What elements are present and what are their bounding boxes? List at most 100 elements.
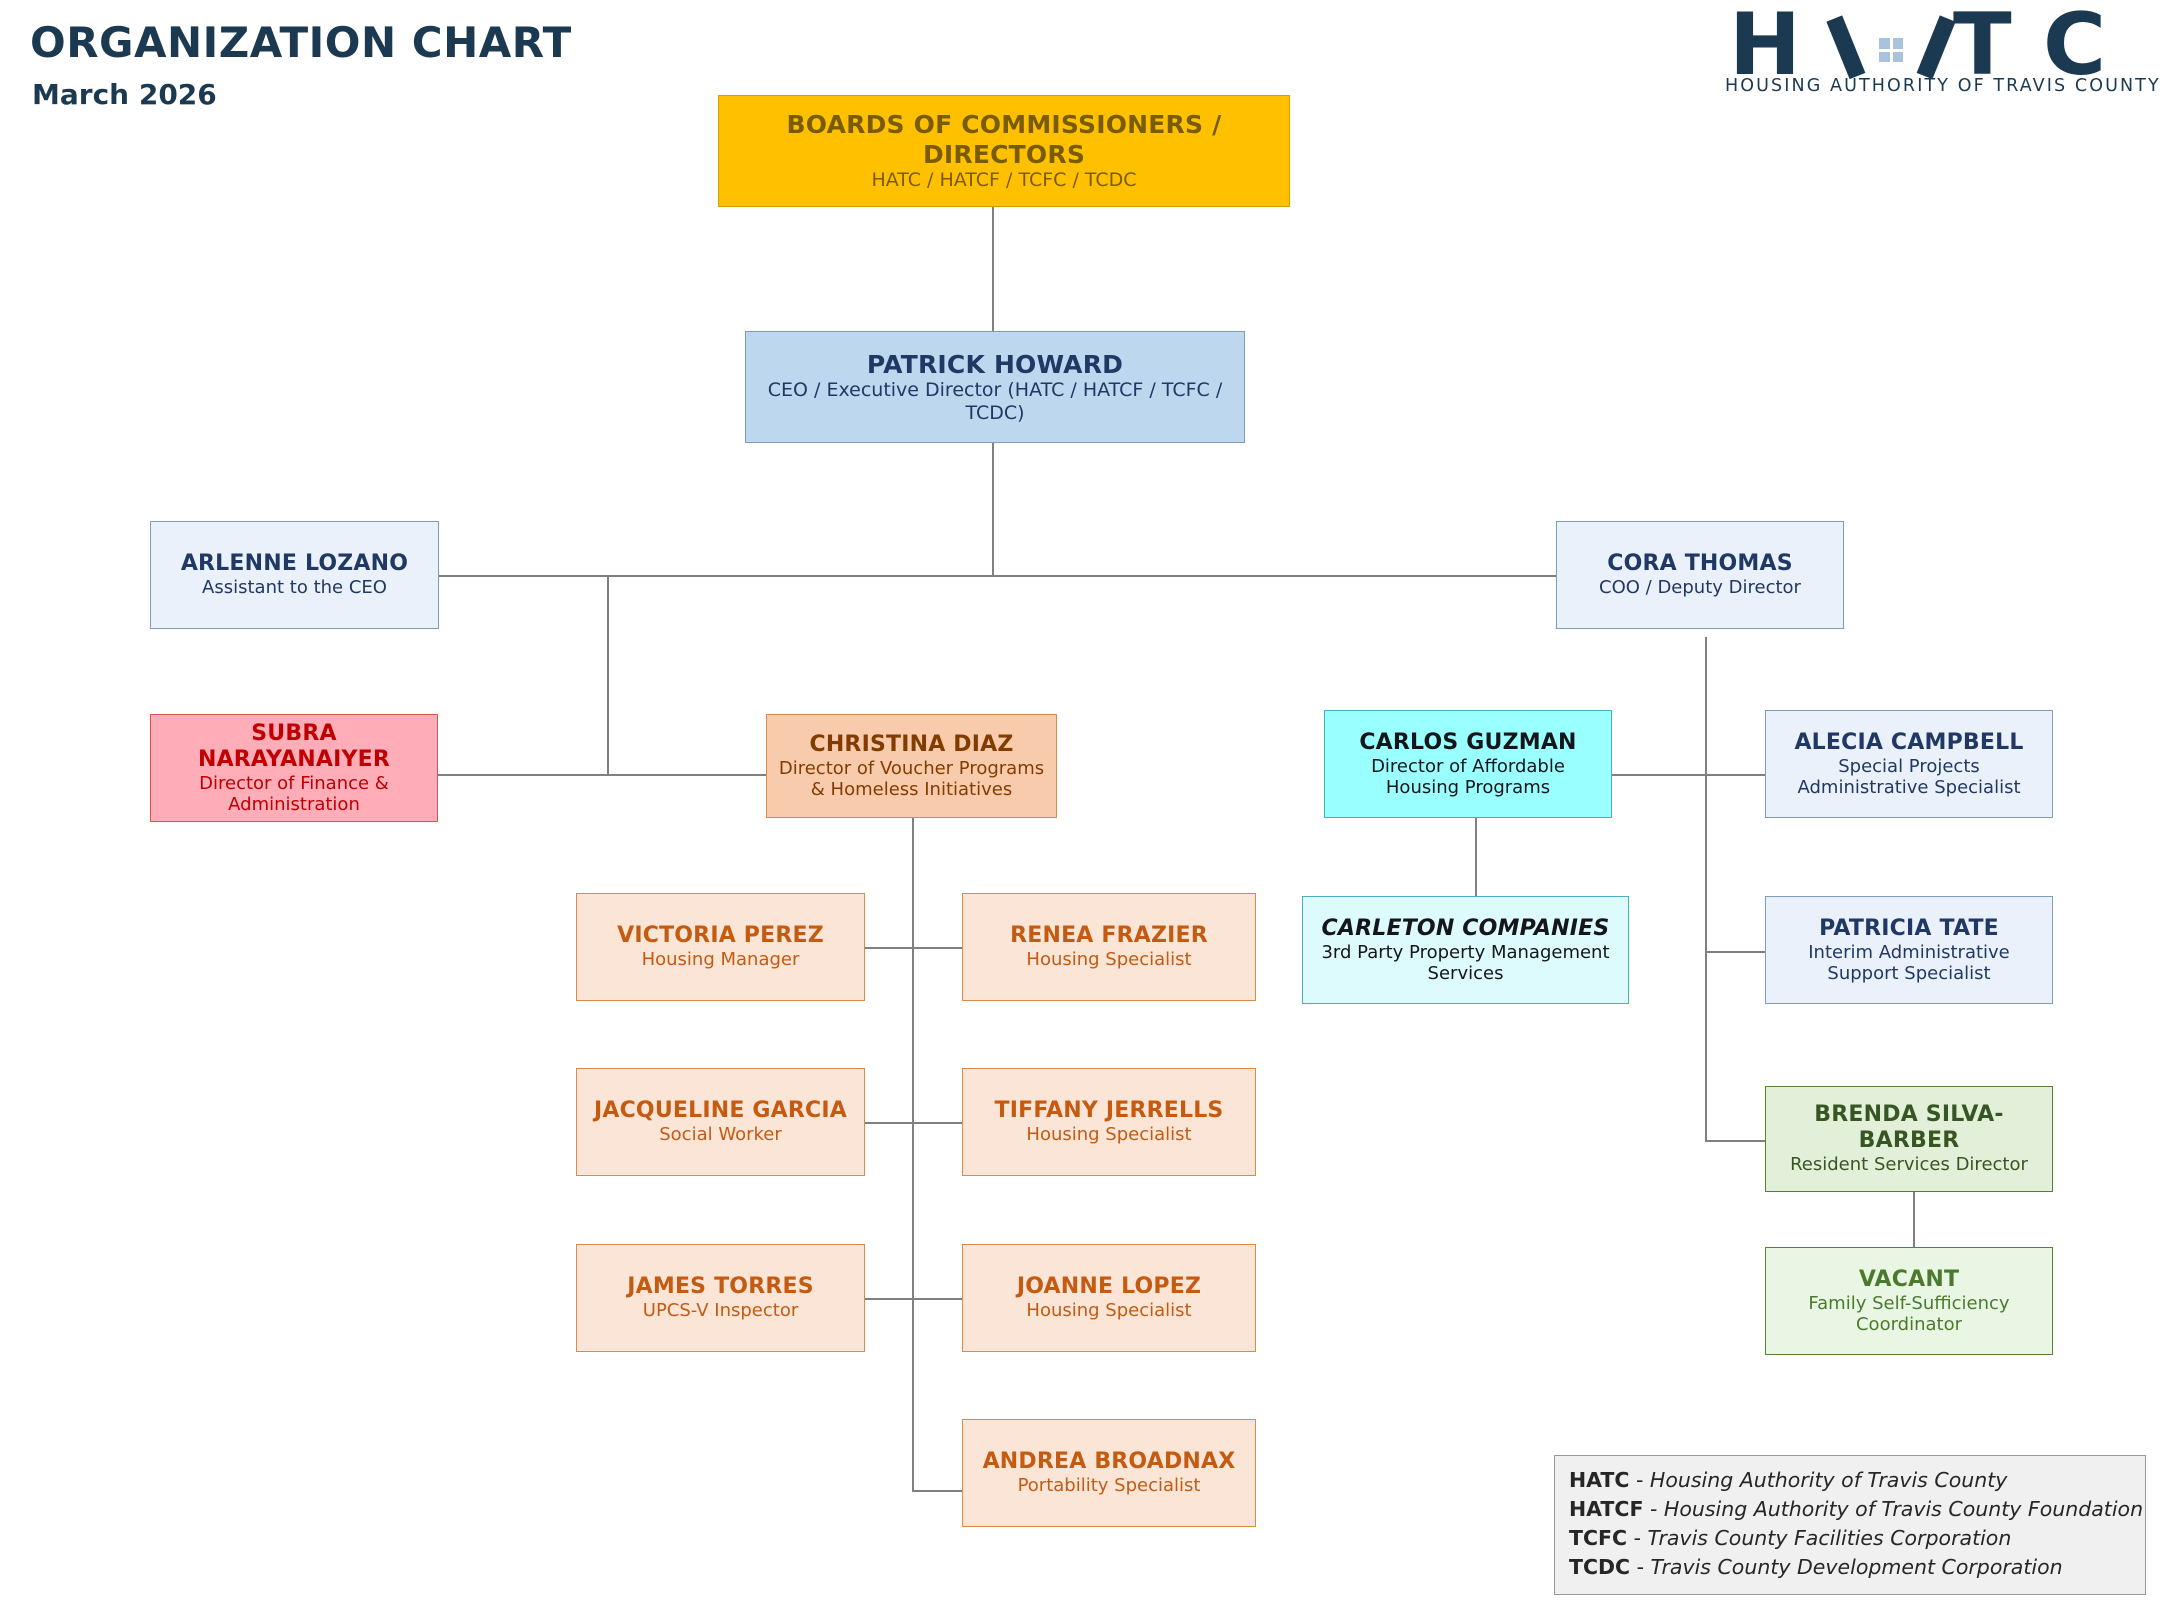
- legend-dash: -: [1630, 1555, 1651, 1580]
- connector-voucher-spine: [912, 818, 914, 1492]
- node-role: Interim Administrative Support Specialis…: [1808, 941, 2010, 984]
- node-housing-specialist-renea-frazier[interactable]: RENEA FRAZIER Housing Specialist: [962, 893, 1256, 1001]
- node-role: Portability Specialist: [1017, 1475, 1201, 1497]
- node-vendor-carleton-companies[interactable]: CARLETON COMPANIES 3rd Party Property Ma…: [1302, 896, 1629, 1004]
- node-name: VICTORIA PEREZ: [617, 923, 824, 949]
- node-portability-specialist-andrea-broadnax[interactable]: ANDREA BROADNAX Portability Specialist: [962, 1419, 1256, 1527]
- legend-row: TCDC - Travis County Development Corpora…: [1569, 1553, 2131, 1582]
- node-role: Director of Affordable Housing Programs: [1371, 755, 1565, 798]
- legend-row: HATC - Housing Authority of Travis Count…: [1569, 1466, 2131, 1495]
- node-social-worker-jacqueline-garcia[interactable]: JACQUELINE GARCIA Social Worker: [576, 1068, 865, 1176]
- window-pane: [1879, 38, 1890, 49]
- node-name: RENEA FRAZIER: [1010, 923, 1208, 949]
- node-inspector-james-torres[interactable]: JAMES TORRES UPCS-V Inspector: [576, 1244, 865, 1352]
- node-name: VACANT: [1858, 1266, 1960, 1292]
- connector-coo-to-resident-services: [1705, 1140, 1765, 1142]
- connector-affordable-to-carleton: [1475, 818, 1477, 896]
- connector-staff-row-3: [865, 1298, 964, 1300]
- node-resident-services-brenda-silva-barber[interactable]: BRENDA SILVA-BARBER Resident Services Di…: [1765, 1086, 2053, 1192]
- node-housing-specialist-joanne-lopez[interactable]: JOANNE LOPEZ Housing Specialist: [962, 1244, 1256, 1352]
- node-role: Special Projects Administrative Speciali…: [1797, 755, 2021, 798]
- node-role: UPCS-V Inspector: [642, 1300, 799, 1322]
- legend-full: Housing Authority of Travis County Found…: [1663, 1497, 2144, 1522]
- logo-tagline: HOUSING AUTHORITY OF TRAVIS COUNTY: [1725, 76, 2161, 96]
- node-role: Housing Specialist: [1026, 1300, 1192, 1322]
- window-pane: [1879, 51, 1890, 62]
- connector-ceo-spine: [992, 443, 994, 576]
- connector-executive-bus: [438, 575, 1558, 577]
- node-name: ALECIA CAMPBELL: [1794, 729, 2024, 755]
- logo-letter-c: C: [2043, 0, 2107, 95]
- node-name: TIFFANY JERRELLS: [994, 1098, 1224, 1124]
- connector-coo-spine: [1705, 637, 1707, 1141]
- legend-dash: -: [1629, 1468, 1650, 1492]
- legend-abbr: HATCF: [1569, 1497, 1644, 1522]
- connector-directors-bus: [437, 774, 777, 776]
- legend-row: TCFC - Travis County Facilities Corporat…: [1569, 1524, 2131, 1553]
- node-name: CARLOS GUZMAN: [1359, 729, 1577, 755]
- window-pane: [1892, 38, 1903, 49]
- node-admin-support-patricia-tate[interactable]: PATRICIA TATE Interim Administrative Sup…: [1765, 896, 2053, 1004]
- node-fss-coordinator-vacant[interactable]: VACANT Family Self-Sufficiency Coordinat…: [1765, 1247, 2053, 1355]
- node-boards-of-commissioners[interactable]: BOARDS OF COMMISSIONERS / DIRECTORS HATC…: [718, 95, 1290, 207]
- node-role: COO / Deputy Director: [1599, 577, 1801, 599]
- window-panes-icon: [1879, 38, 1903, 62]
- window-pane: [1892, 51, 1903, 62]
- node-name: ANDREA BROADNAX: [982, 1449, 1236, 1475]
- node-role: Director of Finance & Administration: [199, 772, 389, 815]
- page-title: ORGANIZATION CHART: [30, 18, 572, 67]
- node-name: CORA THOMAS: [1607, 551, 1793, 577]
- legend-full: Travis County Facilities Corporation: [1647, 1526, 2012, 1551]
- node-housing-manager-victoria-perez[interactable]: VICTORIA PEREZ Housing Manager: [576, 893, 865, 1001]
- node-role: Housing Specialist: [1026, 949, 1192, 971]
- node-role: 3rd Party Property Management Services: [1321, 941, 1610, 984]
- node-name: BOARDS OF COMMISSIONERS / DIRECTORS: [786, 110, 1222, 169]
- legend-abbr: HATC: [1569, 1468, 1630, 1492]
- house-roof-icon: [1826, 15, 1956, 80]
- abbreviation-legend: HATC - Housing Authority of Travis Count…: [1554, 1455, 2146, 1596]
- node-name: PATRICIA TATE: [1819, 915, 1999, 941]
- legend-row: HATCF - Housing Authority of Travis Coun…: [1569, 1495, 2143, 1524]
- node-name: CHRISTINA DIAZ: [809, 731, 1014, 757]
- legend-full: Housing Authority of Travis County: [1649, 1468, 2008, 1492]
- node-coo-cora-thomas[interactable]: CORA THOMAS COO / Deputy Director: [1556, 521, 1844, 629]
- node-assistant-arlenne-lozano[interactable]: ARLENNE LOZANO Assistant to the CEO: [150, 521, 439, 629]
- roof-right-stroke: [1916, 15, 1956, 80]
- node-name: JAMES TORRES: [627, 1274, 814, 1300]
- node-ceo-patrick-howard[interactable]: PATRICK HOWARD CEO / Executive Director …: [745, 331, 1245, 443]
- node-name: JACQUELINE GARCIA: [593, 1098, 848, 1124]
- legend-full: Travis County Development Corporation: [1650, 1555, 2063, 1580]
- connector-affordable-bus: [1612, 774, 1712, 776]
- node-role: HATC / HATCF / TCFC / TCDC: [871, 169, 1137, 192]
- logo-letter-t: T: [1953, 0, 2012, 95]
- connector-coo-to-admin-support: [1705, 951, 1765, 953]
- node-name: JOANNE LOPEZ: [1016, 1274, 1202, 1300]
- node-director-affordable-carlos-guzman[interactable]: CARLOS GUZMAN Director of Affordable Hou…: [1324, 710, 1612, 818]
- node-role: Family Self-Sufficiency Coordinator: [1808, 1292, 2010, 1335]
- legend-abbr: TCDC: [1569, 1555, 1631, 1580]
- node-name: ARLENNE LOZANO: [180, 551, 409, 577]
- node-name: CARLETON COMPANIES: [1321, 915, 1610, 941]
- node-role: Resident Services Director: [1790, 1154, 2028, 1176]
- node-name: BRENDA SILVA-BARBER: [1814, 1102, 2004, 1154]
- node-role: Director of Voucher Programs & Homeless …: [778, 757, 1045, 800]
- connector-ceo-to-directors: [607, 575, 609, 775]
- legend-dash: -: [1627, 1526, 1648, 1551]
- node-director-finance-subra-narayanaiyer[interactable]: SUBRA NARAYANAIYER Director of Finance &…: [150, 714, 438, 822]
- connector-coo-to-special-projects: [1705, 774, 1765, 776]
- connector-resident-to-fss: [1913, 1192, 1915, 1248]
- connector-staff-row-4: [912, 1490, 964, 1492]
- node-role: Assistant to the CEO: [202, 577, 387, 599]
- logo-letter-h: H: [1729, 0, 1801, 95]
- node-role: Housing Manager: [641, 949, 800, 971]
- node-special-projects-alecia-campbell[interactable]: ALECIA CAMPBELL Special Projects Adminis…: [1765, 710, 2053, 818]
- node-housing-specialist-tiffany-jerrells[interactable]: TIFFANY JERRELLS Housing Specialist: [962, 1068, 1256, 1176]
- legend-dash: -: [1643, 1497, 1664, 1522]
- node-name: PATRICK HOWARD: [866, 349, 1124, 379]
- node-director-voucher-christina-diaz[interactable]: CHRISTINA DIAZ Director of Voucher Progr…: [766, 714, 1057, 818]
- node-name: SUBRA NARAYANAIYER: [197, 720, 391, 772]
- connector-boards-to-ceo: [992, 207, 994, 339]
- node-role: Social Worker: [659, 1124, 782, 1146]
- connector-staff-row-1: [865, 947, 964, 949]
